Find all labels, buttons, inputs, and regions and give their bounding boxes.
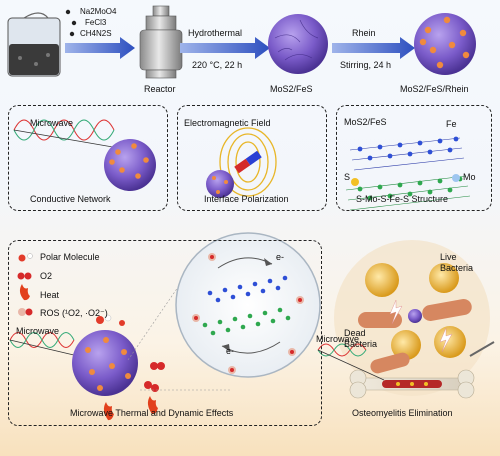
ros-icon — [18, 308, 33, 316]
interface-caption: Interface Polarization — [204, 194, 289, 204]
structure-mo-label: Mo — [463, 172, 476, 182]
reagent-3: CH4N2S — [80, 29, 112, 38]
magnet — [234, 150, 262, 174]
bone — [349, 369, 475, 399]
osteo-caption: Osteomyelitis Elimination — [352, 408, 453, 418]
structure-caption: S-Mo-S-Fe-S Structure — [356, 194, 449, 204]
step1-conditions: 220 °C, 22 h — [192, 60, 243, 70]
field-rings — [219, 127, 277, 197]
mo-atom — [452, 174, 460, 182]
lightning-icons — [389, 299, 453, 353]
electron-label-1: e- — [276, 252, 285, 262]
conductive-caption: Conductive Network — [30, 194, 111, 204]
o2-icon — [17, 272, 32, 280]
step2-conditions: Stirring, 24 h — [340, 60, 392, 70]
structure-tag: MoS2/FeS — [344, 117, 387, 127]
mos2-fes-flower — [268, 14, 328, 74]
electron-label-2: e- — [226, 346, 235, 356]
structure-s-label: S — [344, 172, 351, 182]
panel-thermal-dynamic-effects — [8, 240, 322, 426]
s-atom — [351, 178, 359, 186]
polar-molecule-icon — [18, 253, 33, 262]
panel-structure — [336, 105, 492, 211]
live-bacteria-label: Live Bacteria — [440, 252, 474, 273]
product1-label: MoS2/FeS — [270, 84, 313, 94]
panel-interface-polarization — [177, 105, 327, 211]
legend-polar-molecule: Polar Molecule — [40, 252, 100, 262]
legend-o2: O2 — [40, 271, 53, 281]
live-bacteria — [365, 263, 466, 360]
needle — [469, 341, 495, 357]
step1-label: Hydrothermal — [188, 28, 243, 38]
lens-lattice — [202, 275, 291, 336]
beaker — [7, 12, 61, 77]
structure-fe-label: Fe — [446, 119, 457, 129]
conductive-flower — [104, 139, 156, 191]
legend-ros: ROS (¹O2, ·O2⁻) — [40, 308, 108, 318]
polarization-flower — [206, 170, 234, 198]
reagent-1: Na2MoO4 — [80, 7, 117, 16]
interface-tag: Electromagnetic Field — [184, 118, 271, 128]
panel-conductive-network — [8, 105, 168, 211]
effects-microwave-label: Microwave — [16, 326, 60, 336]
effects-caption: Microwave Thermal and Dynamic Effects — [70, 408, 234, 418]
reactor — [139, 5, 183, 79]
legend-heat: Heat — [40, 290, 60, 300]
reagent-2: FeCl3 — [85, 18, 107, 27]
product2-label: MoS2/FeS/Rhein — [400, 84, 469, 94]
conductive-microwave-label: Microwave — [30, 118, 74, 128]
reactor-label: Reactor — [144, 84, 176, 94]
zoom-lens — [175, 232, 321, 378]
effects-flower — [72, 330, 138, 396]
mos2-fes-rhein-flower — [414, 13, 476, 75]
dead-bacteria-label: Dead Bacteria — [344, 328, 378, 349]
heat-icon — [19, 284, 30, 301]
dead-bacteria — [358, 299, 472, 374]
step2-label: Rhein — [352, 28, 376, 38]
osteo-microwave-label: Microwave — [316, 334, 360, 344]
